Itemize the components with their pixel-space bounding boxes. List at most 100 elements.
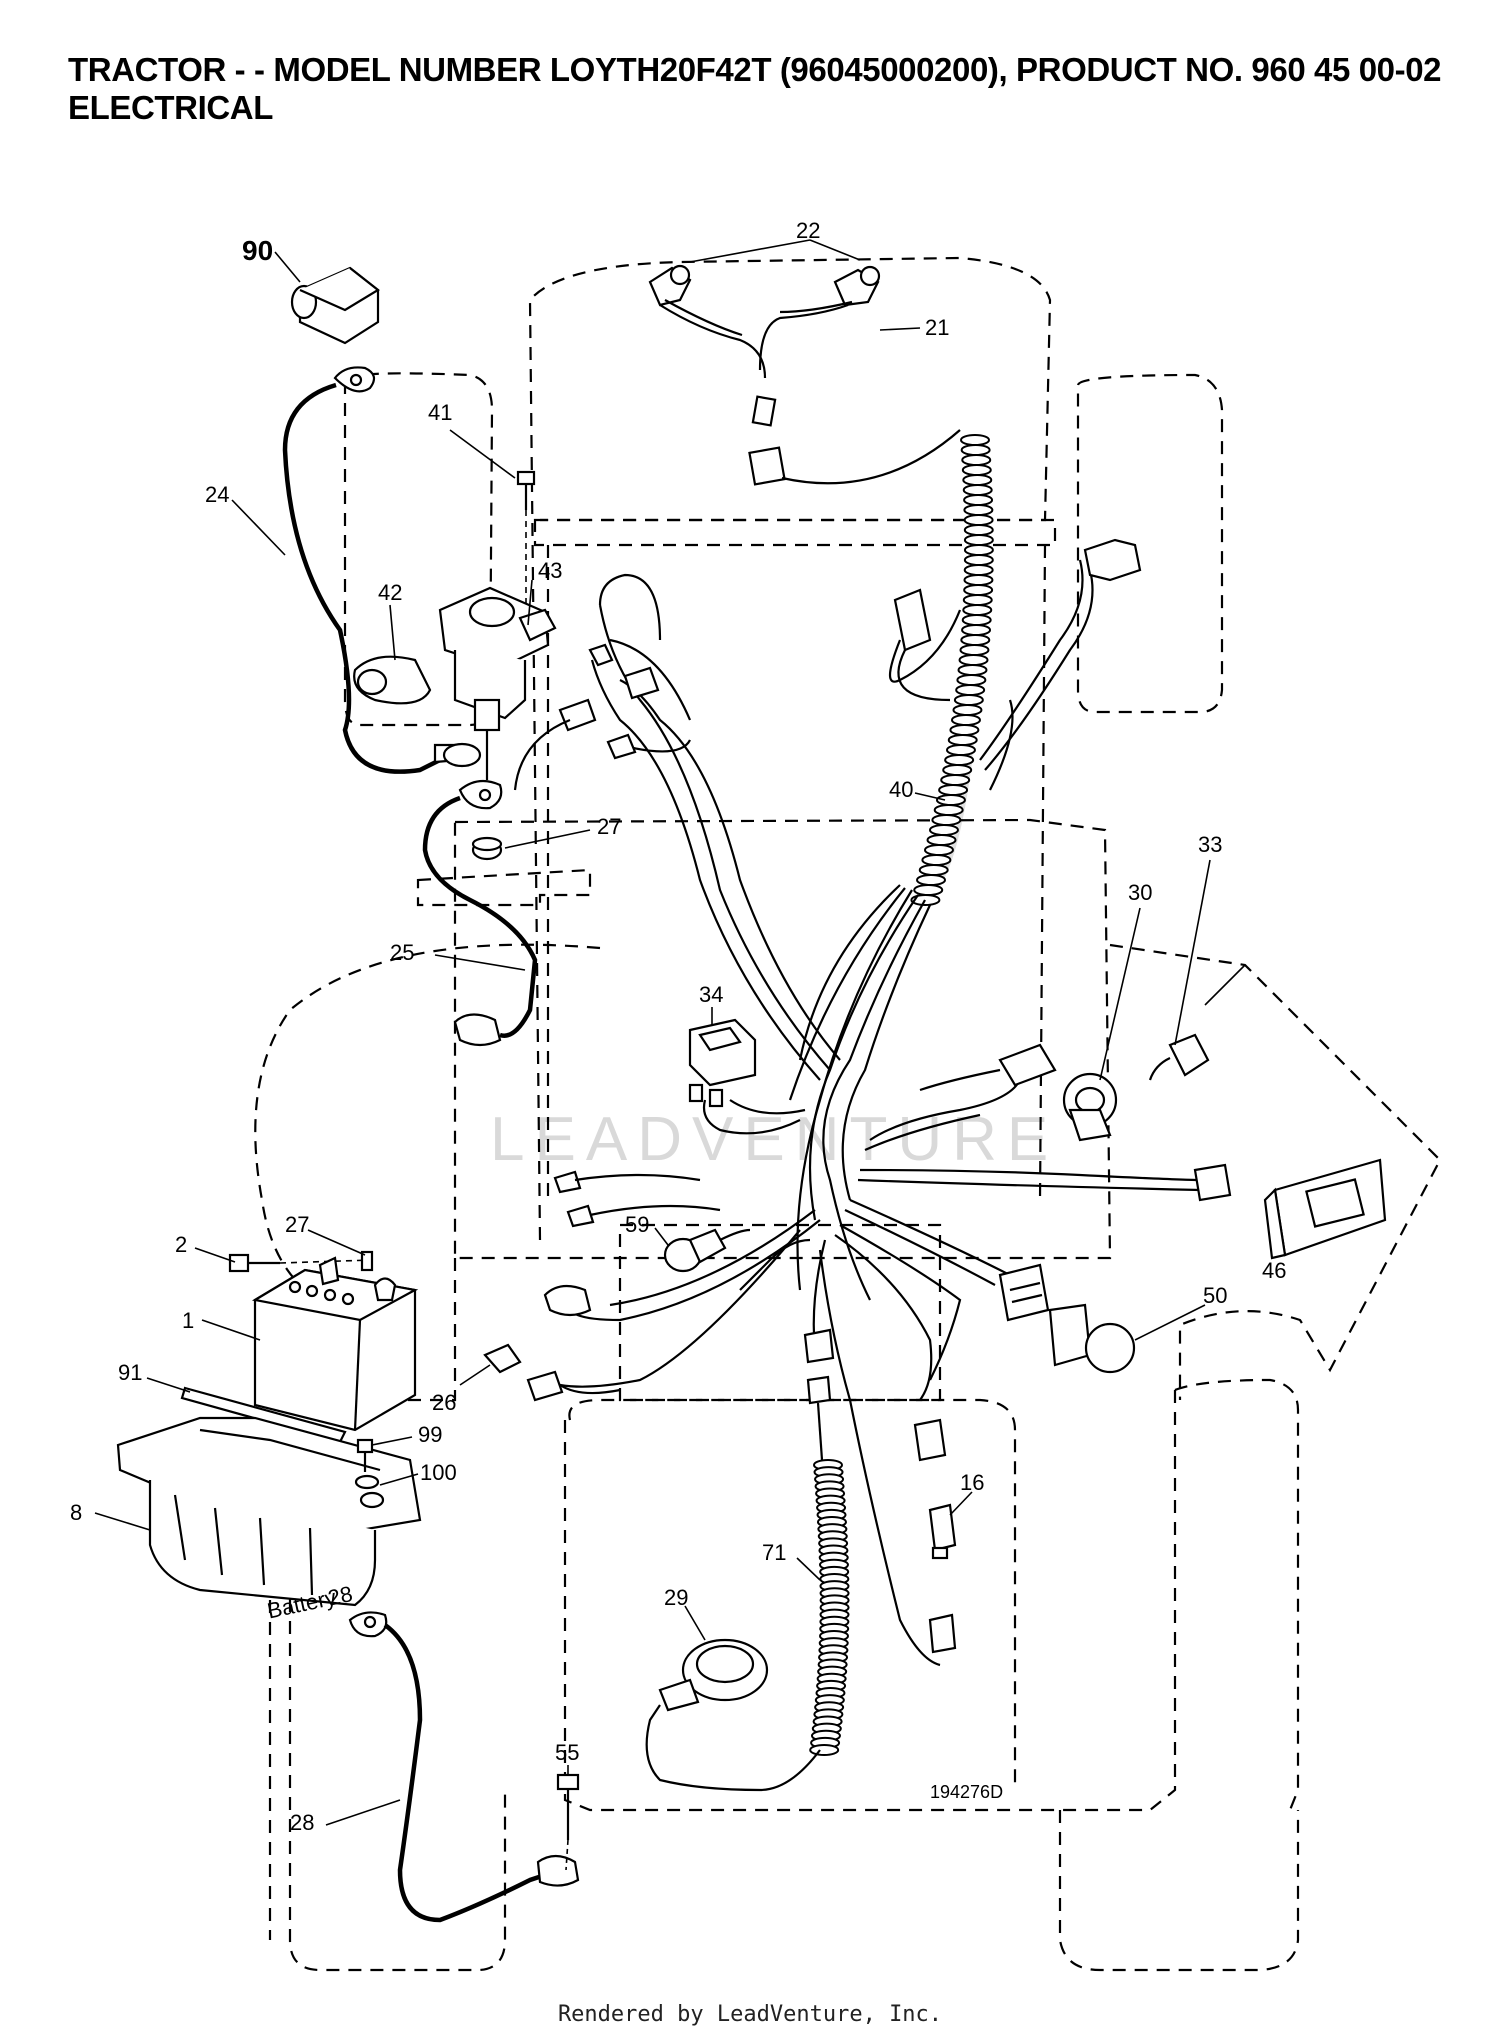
- footer-credit: Rendered by LeadVenture, Inc.: [557, 2002, 943, 2027]
- part-43-solenoid: [438, 586, 557, 780]
- conduit-coil: [958, 654, 989, 666]
- part-90-terminal-boot: [290, 266, 380, 345]
- conduit-coil: [962, 604, 993, 616]
- part-50-pto-knob: [998, 1263, 1136, 1374]
- conduit-coil: [961, 624, 992, 636]
- callout-50: 50: [1203, 1283, 1227, 1308]
- part-21-headlight-harness: [659, 299, 961, 486]
- conduit-coil: [961, 464, 992, 476]
- conduit-coil: [959, 644, 990, 656]
- part-27-nut: [471, 836, 503, 861]
- conduit-coil: [962, 474, 993, 486]
- conduit-coil: [931, 814, 962, 826]
- conduit-coil: [947, 734, 978, 746]
- callout-34: 34: [699, 982, 723, 1007]
- conduit-coil: [955, 684, 986, 696]
- page-title: TRACTOR - - MODEL NUMBER LOYTH20F42T (96…: [68, 51, 1442, 88]
- part-41-bolt: [516, 470, 536, 610]
- part-24-battery-cable: [282, 366, 482, 774]
- conduit-coil: [935, 794, 966, 806]
- callout-29: 29: [664, 1585, 688, 1610]
- callout-41: 41: [428, 400, 452, 425]
- conduit-coil: [961, 454, 992, 466]
- callout-26: 26: [432, 1390, 456, 1415]
- conduit-coil: [942, 764, 973, 776]
- conduit-coil: [945, 744, 976, 756]
- conduit-coil: [957, 664, 988, 676]
- part-40-main-harness: [513, 434, 1232, 1667]
- callout-27-battery: 27: [285, 1212, 309, 1237]
- conduit-coil: [928, 824, 959, 836]
- callout-55: 55: [555, 1740, 579, 1765]
- part-59-indicator: [663, 1228, 751, 1273]
- callout-21: 21: [925, 315, 949, 340]
- callout-2: 2: [175, 1232, 187, 1257]
- conduit-coil: [910, 894, 941, 906]
- callout-28: 28: [290, 1810, 314, 1835]
- page-subtitle: ELECTRICAL: [68, 89, 273, 126]
- conduit-coil: [956, 674, 987, 686]
- callout-42: 42: [378, 580, 402, 605]
- callout-labels: 90 22 21 41 24 42 43 27 25 40 33 30 34 2…: [70, 218, 1286, 1835]
- part-29-horn: [658, 1638, 769, 1712]
- conduit-coil: [960, 444, 991, 456]
- part-34-switch: [688, 1018, 757, 1108]
- callout-22: 22: [796, 218, 820, 243]
- conduit-coil: [913, 884, 944, 896]
- battery-ref-label: 28: [326, 1581, 355, 1611]
- conduit-coil: [916, 874, 947, 886]
- conduit-coil: [962, 594, 993, 606]
- part-2-bolt: [228, 1253, 373, 1273]
- part-28-battery-cable: [348, 1611, 580, 1923]
- conduit-coil: [962, 484, 993, 496]
- callout-59: 59: [625, 1212, 649, 1237]
- part-22-headlights: [648, 239, 881, 307]
- part-33-key: [1148, 1033, 1210, 1081]
- callout-25: 25: [390, 940, 414, 965]
- callout-99: 99: [418, 1422, 442, 1447]
- conduit-coil: [938, 784, 969, 796]
- conduit-coil: [921, 854, 952, 866]
- conduit-coil: [963, 524, 994, 536]
- part-8-battery-tray: [116, 1416, 422, 1607]
- conduit-coil: [949, 724, 980, 736]
- conduit-coil: [961, 614, 992, 626]
- part-46-hour-meter: [1263, 1158, 1387, 1260]
- callout-1: 1: [182, 1308, 194, 1333]
- conduit-coil: [963, 574, 994, 586]
- part-25-cable: [422, 779, 538, 1047]
- conduit-coil: [963, 494, 994, 506]
- callout-leaders: [94, 251, 1246, 1826]
- conduit-coil: [953, 694, 984, 706]
- part-71-conduit: [645, 1402, 850, 1792]
- conduit-coil: [933, 804, 964, 816]
- conduit-coil: [960, 634, 991, 646]
- conduit-coil: [960, 434, 990, 446]
- callout-46: 46: [1262, 1258, 1286, 1283]
- part-99-100-fastener: [354, 1438, 385, 1509]
- part-1-battery: [251, 1256, 419, 1432]
- conduit-coil: [963, 544, 994, 556]
- conduit-coil: [926, 834, 957, 846]
- part-27-nut-battery: [360, 1250, 374, 1272]
- callout-91: 91: [118, 1360, 142, 1385]
- part-55-bolt: [556, 1773, 580, 1871]
- part-30-ignition-switch: [919, 1043, 1118, 1142]
- part-26-fuse: [483, 1343, 621, 1402]
- callout-33: 33: [1198, 832, 1222, 857]
- callout-43: 43: [538, 558, 562, 583]
- conduit-coil: [918, 864, 949, 876]
- callout-40: 40: [889, 777, 913, 802]
- callout-27-top: 27: [597, 814, 621, 839]
- callout-16: 16: [960, 1470, 984, 1495]
- conduit-coil: [963, 554, 994, 566]
- conduit-coil: [809, 1744, 840, 1756]
- callout-100: 100: [420, 1460, 457, 1485]
- conduit-coil: [952, 704, 983, 716]
- callout-30: 30: [1128, 880, 1152, 905]
- conduit-coil: [963, 584, 994, 596]
- callout-8: 8: [70, 1500, 82, 1525]
- conduit-coil: [963, 504, 994, 516]
- conduit-coil: [963, 534, 994, 546]
